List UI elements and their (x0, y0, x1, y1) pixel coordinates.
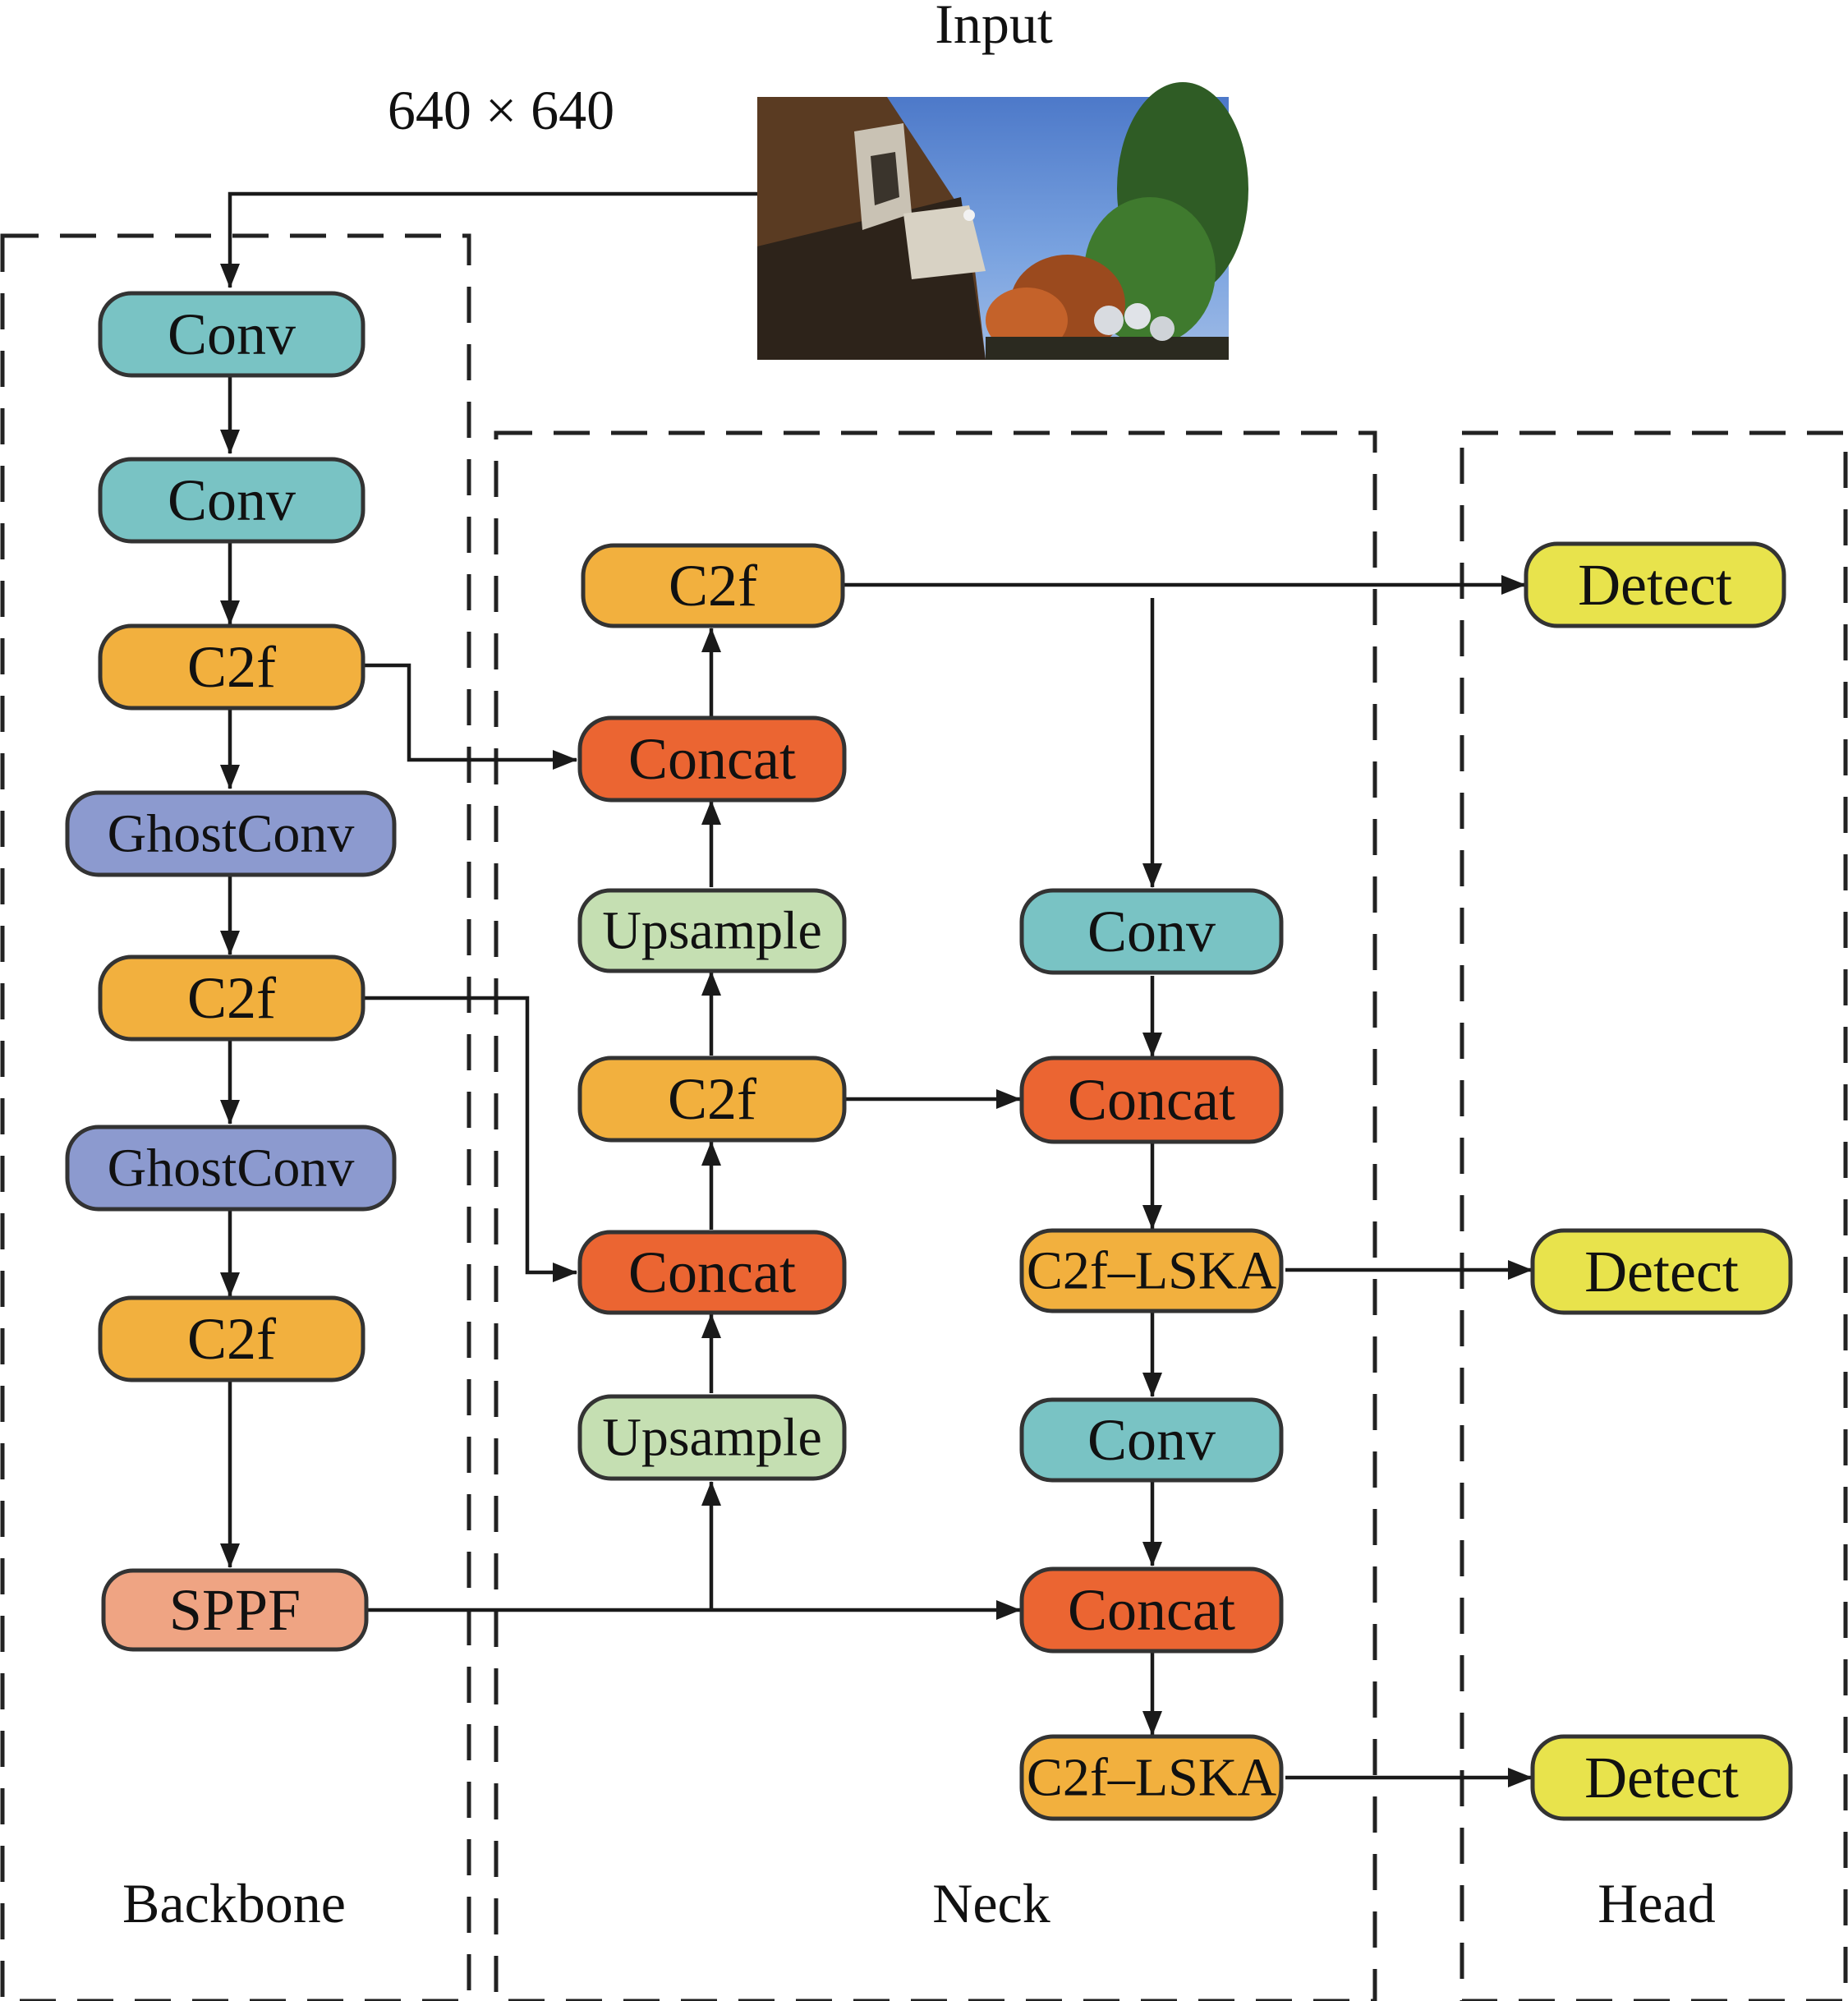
edge-input-to-conv (220, 191, 757, 288)
node-nk-upsample2: Upsample (577, 1394, 847, 1481)
node-hd-detect3: Detect (1530, 1734, 1793, 1821)
node-box (1019, 1228, 1284, 1313)
edge-bb-c2f1-to-concat1 (363, 663, 577, 770)
edges (220, 191, 1533, 1787)
node-nk-concat4: Concat (1019, 1566, 1284, 1654)
node-box (98, 457, 365, 544)
node-box (1019, 1056, 1284, 1144)
node-bb-ghost2: GhostConv (65, 1125, 397, 1212)
node-label: Detect (1584, 1239, 1739, 1304)
node-box (65, 790, 397, 877)
backbone-group-box (0, 233, 471, 2001)
node-label: GhostConv (108, 804, 355, 864)
node-box (1530, 1228, 1793, 1315)
node-hd-detect1: Detect (1524, 541, 1786, 628)
node-nk-concat1: Concat (577, 715, 847, 803)
node-label: C2f (187, 965, 276, 1031)
neck-label: Neck (932, 1872, 1050, 1934)
node-label: SPPF (169, 1577, 301, 1643)
input-size-label: 640 × 640 (388, 79, 614, 141)
node-label: Upsample (602, 1408, 822, 1468)
node-nk-c2f-mid: C2f (577, 1056, 847, 1143)
node-label: Upsample (602, 901, 822, 961)
node-nk-lska1: C2f–LSKA (1019, 1228, 1284, 1313)
node-bb-conv2: Conv (98, 457, 365, 544)
node-label: C2f (187, 1306, 276, 1372)
head-label: Head (1597, 1872, 1715, 1934)
node-bb-sppf: SPPF (101, 1568, 369, 1652)
node-bb-c2f2: C2f (98, 954, 365, 1042)
node-label: Detect (1578, 552, 1732, 618)
node-label: Conv (1087, 899, 1216, 964)
node-nk-conv1: Conv (1019, 888, 1284, 975)
node-label: C2f (187, 634, 276, 700)
node-label: GhostConv (108, 1138, 355, 1198)
node-box (98, 1295, 365, 1382)
node-nk-upsample1: Upsample (577, 888, 847, 973)
node-nk-concat3: Concat (1019, 1056, 1284, 1144)
node-box (577, 888, 847, 973)
node-label: Concat (1068, 1577, 1235, 1643)
node-bb-ghost1: GhostConv (65, 790, 397, 877)
node-hd-detect2: Detect (1530, 1228, 1793, 1315)
node-label: Concat (628, 726, 796, 792)
node-box (98, 623, 365, 711)
node-label: Concat (628, 1240, 796, 1305)
node-box (98, 291, 365, 378)
node-box (1019, 1397, 1284, 1483)
node-box (1530, 1734, 1793, 1821)
neck-group-box (494, 430, 1377, 2001)
node-bb-c2f1: C2f (98, 623, 365, 711)
node-bb-c2f3: C2f (98, 1295, 365, 1382)
node-label: Detect (1584, 1745, 1739, 1810)
node-box (577, 1056, 847, 1143)
node-box (98, 954, 365, 1042)
node-label: Conv (168, 467, 296, 533)
node-nk-c2f-top: C2f (581, 543, 845, 628)
node-label: Concat (1068, 1067, 1235, 1133)
node-label: Conv (1087, 1407, 1216, 1473)
node-nk-concat2: Concat (577, 1230, 847, 1315)
node-label: C2f (668, 1066, 756, 1132)
head-group-box (1460, 430, 1848, 2001)
node-box (65, 1125, 397, 1212)
nodes: ConvConvC2fGhostConvC2fGhostConvC2fSPPFC… (65, 291, 1793, 1821)
backbone-label: Backbone (122, 1872, 346, 1934)
node-box (581, 543, 845, 628)
node-label: C2f–LSKA (1027, 1748, 1277, 1808)
input-title: Input (935, 0, 1053, 55)
node-box (1019, 888, 1284, 975)
node-box (577, 715, 847, 803)
node-nk-conv2: Conv (1019, 1397, 1284, 1483)
node-box (1524, 541, 1786, 628)
node-bb-conv1: Conv (98, 291, 365, 378)
node-box (101, 1568, 369, 1652)
node-label: Conv (168, 301, 296, 367)
node-box (577, 1394, 847, 1481)
node-nk-lska2: C2f–LSKA (1019, 1734, 1284, 1821)
node-label: C2f (669, 553, 757, 619)
node-box (1019, 1566, 1284, 1654)
input-image (757, 82, 1248, 360)
node-label: C2f–LSKA (1027, 1241, 1277, 1301)
node-box (1019, 1734, 1284, 1821)
edge-bb-c2f2-to-concat2 (363, 996, 577, 1282)
node-box (577, 1230, 847, 1315)
